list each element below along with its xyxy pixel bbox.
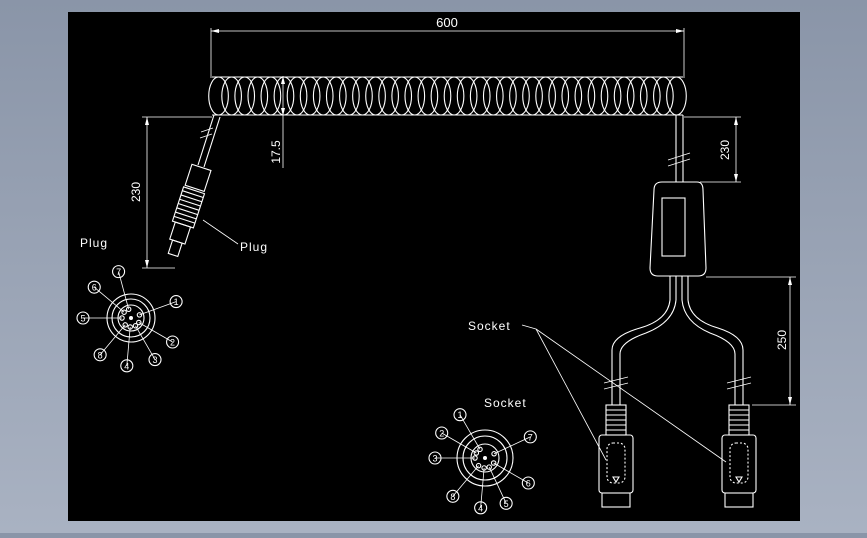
- socket-pin-leader: [493, 462, 529, 484]
- length-dimension-label: 600: [436, 15, 458, 30]
- plug-title-label: Plug: [80, 236, 108, 250]
- socket-pin-number: 6: [526, 479, 531, 489]
- socket-pin-hole: [486, 464, 492, 470]
- plug-pin-badge: [93, 348, 107, 362]
- plug-pin-badge: [87, 280, 101, 294]
- socket-pin-hole: [473, 450, 480, 456]
- plug-pin-badge: [112, 265, 126, 279]
- plug-rib: [177, 202, 200, 211]
- plug-pin-hole: [136, 319, 142, 326]
- socket-pin-badge: [446, 489, 460, 503]
- plug-pin-number: 8: [98, 350, 103, 360]
- split-dimension-label: 250: [775, 330, 789, 350]
- coil-diameter-dimension: 17.5: [269, 76, 285, 168]
- y-splitter: [649, 181, 707, 277]
- plug-leader-line: [202, 219, 239, 245]
- plug-rib: [180, 194, 203, 203]
- socket-pin-number: 3: [432, 454, 437, 464]
- socket-pin-number: 4: [478, 503, 483, 513]
- plug-pin-hole: [121, 309, 127, 315]
- socket-pin-hole: [477, 446, 483, 453]
- plug-pin-number: 2: [170, 338, 175, 348]
- coil-diameter-label: 17.5: [269, 140, 283, 164]
- socket-connector-right: [721, 404, 757, 508]
- plug-pin-badge: [166, 335, 180, 349]
- split-branches: [603, 276, 752, 405]
- socket-pinout-face: 1 2 7 6 5 4 8 3: [428, 408, 537, 515]
- plug-rib: [173, 215, 196, 224]
- plug-callout-label: Plug: [240, 240, 268, 254]
- socket-pin-number: 2: [439, 429, 444, 439]
- socket-pin-number: 5: [504, 499, 509, 509]
- plug-pin-badge: [120, 359, 134, 373]
- socket-pin-hole: [491, 451, 497, 457]
- plug-lead-dimension-label: 230: [129, 182, 143, 202]
- plug-pin-hole: [132, 323, 139, 329]
- plug-lead: [197, 114, 221, 168]
- plug-pin-hole: [122, 322, 128, 328]
- socket-pin-hole: [490, 460, 497, 466]
- socket-pin-badge: [453, 408, 467, 422]
- plug-lead-dimension: 230: [129, 116, 212, 269]
- plug-pin-number: 7: [116, 267, 121, 277]
- socket-lead: [667, 115, 691, 182]
- socket-pin-leader: [459, 414, 481, 450]
- socket-pin-badge: [428, 451, 442, 465]
- socket-callout: Socket: [468, 319, 727, 463]
- plug-pin-badge: [148, 353, 162, 367]
- socket-pin-number: 8: [450, 492, 455, 502]
- socket-pin-leader: [452, 465, 479, 497]
- plug-pin-number: 1: [174, 297, 179, 307]
- socket-pin-number: 1: [457, 410, 462, 420]
- plug-pin-number: 3: [152, 355, 157, 365]
- socket-pin-badge: [499, 496, 513, 510]
- socket-top-dimension-label: 230: [718, 140, 732, 160]
- plug-pin-number: 4: [124, 361, 129, 371]
- socket-pin-leader: [493, 436, 531, 455]
- plug-rib: [175, 211, 197, 220]
- plug-pinout-face: 1 2 3 4 8 5 6 7: [76, 265, 183, 373]
- plug-rib: [176, 207, 198, 216]
- plug-pin-hole: [125, 306, 132, 313]
- socket-pin-badge: [435, 426, 449, 440]
- plug-pin-number: 5: [80, 314, 85, 324]
- socket-pin-number: 7: [528, 432, 533, 442]
- plug-pin-hole: [136, 312, 143, 318]
- plug-pin-badge: [76, 311, 90, 325]
- socket-pin-badge: [523, 430, 537, 444]
- socket-callout-label: Socket: [468, 319, 511, 333]
- drawing-sheet: [68, 12, 800, 521]
- plug-rib: [179, 198, 201, 207]
- socket-pin-leader: [488, 466, 507, 504]
- coiled-cable: [208, 76, 687, 116]
- socket-pin-leader: [480, 467, 485, 508]
- socket-pin-hole: [475, 462, 482, 469]
- socket-connector-left: [598, 404, 634, 508]
- socket-title-label: Socket: [484, 396, 527, 410]
- plug-pin-badge: [169, 295, 183, 309]
- socket-pin-leader: [441, 432, 477, 454]
- plug-pin-number: 6: [92, 283, 97, 293]
- plug-rib: [182, 190, 204, 198]
- length-dimension: 600: [210, 15, 685, 78]
- plug-connector: [167, 163, 212, 258]
- socket-top-dimension: 230: [684, 116, 741, 183]
- socket-pin-badge: [521, 476, 535, 490]
- socket-pin-badge: [474, 501, 488, 515]
- split-dimension: 250: [706, 276, 796, 406]
